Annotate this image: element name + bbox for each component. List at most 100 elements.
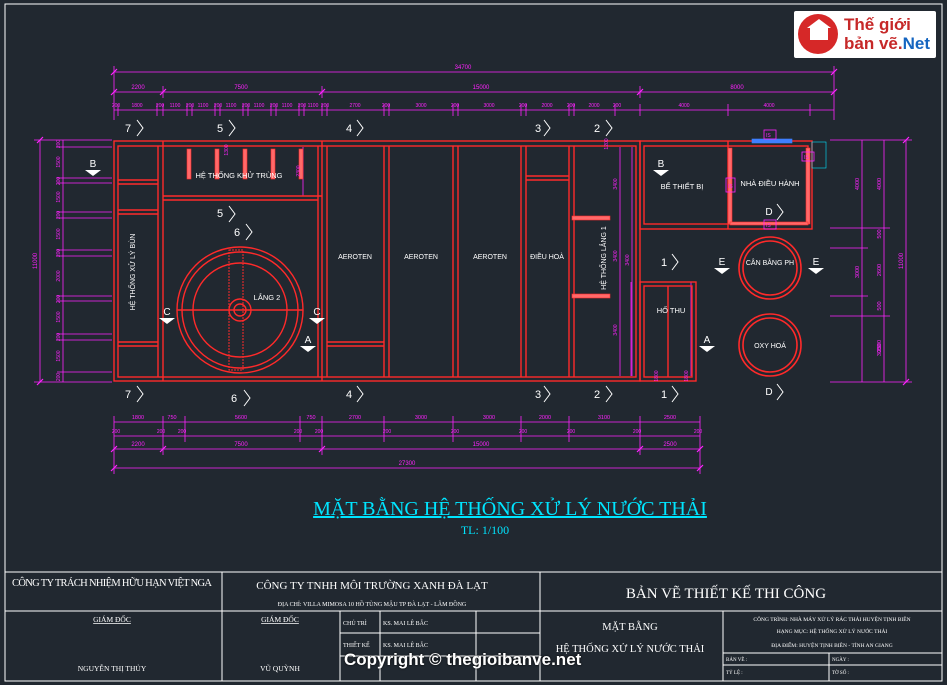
axis-right: 1 xyxy=(661,257,667,269)
ty-le-label: TỶ LỆ : xyxy=(726,670,743,676)
dim-left-total: 11000 xyxy=(33,252,39,269)
equipment-labels: IS IS IS IS xyxy=(728,133,809,229)
director-2-name: VŨ QUỲNH xyxy=(260,663,300,673)
dim-top-detail: 1100 xyxy=(170,103,181,109)
dim-bottom-small: 200 xyxy=(112,429,121,435)
dim-bottom-seg: 2500 xyxy=(663,442,677,448)
dim-left-detail: 1500 xyxy=(56,350,62,361)
dim-interior: 3400 xyxy=(613,324,619,335)
dim-left-detail: 1500 xyxy=(56,156,62,167)
axis-letter: D xyxy=(765,207,772,218)
axis-letter: C xyxy=(163,307,170,318)
owner-company: CÔNG TY TRÁCH NHIỆM HỮU HẠN VIỆT NGA xyxy=(12,577,212,589)
chu-tri-label: CHỦ TRÌ xyxy=(343,619,367,627)
chu-tri-name: KS. MAI LÊ BẮC xyxy=(383,619,428,627)
dim-interior: 1800 xyxy=(684,370,690,381)
dim-bottom-detail: 750 xyxy=(167,415,176,421)
dim-right-outer: 3000 xyxy=(877,344,883,356)
room-settling-2: LẮNG 2 xyxy=(254,293,281,302)
dim-bottom-detail: 2500 xyxy=(664,415,676,421)
dim-top-detail: 1100 xyxy=(226,103,237,109)
dim-top-seg: 2200 xyxy=(131,85,145,91)
dim-bottom-small: 200 xyxy=(567,429,576,435)
dim-interior: 1800 xyxy=(654,370,660,381)
dim-top-detail: 200 xyxy=(321,103,330,109)
dim-bottom-small: 200 xyxy=(157,429,166,435)
dim-left-detail: 200 xyxy=(56,249,62,258)
dim-bottom-small: 200 xyxy=(451,429,460,435)
dim-right-inner: 500 xyxy=(877,301,883,310)
axis-chevrons xyxy=(136,119,784,407)
dim-top-seg: 7500 xyxy=(234,85,248,91)
drawing-title: MẶT BẰNG HỆ THỐNG XỬ LÝ NƯỚC THẢI xyxy=(313,496,707,520)
axis-top: 7 xyxy=(125,123,131,135)
dim-interior: 3400 xyxy=(613,250,619,261)
axis-top: 4 xyxy=(346,123,352,135)
project-item: HẠNG MỤC: HỆ THỐNG XỬ LÝ NƯỚC THẢI xyxy=(777,627,888,635)
dim-left-detail: 2000 xyxy=(56,270,62,281)
dim-top-seg: 15000 xyxy=(473,85,490,91)
dim-top-total: 34700 xyxy=(455,65,472,71)
structure-walls xyxy=(113,140,813,382)
axis-letter: D xyxy=(765,387,772,398)
baffles xyxy=(186,138,827,299)
thiet-ke-label: THIẾT KẾ xyxy=(343,641,370,649)
room-collection-pit: HỐ THU xyxy=(657,305,686,315)
room-control: NHÀ ĐIỀU HÀNH xyxy=(740,178,799,188)
axis-bottom: 6 xyxy=(231,393,237,405)
dim-bottom-small: 200 xyxy=(519,429,528,435)
dim-top-detail: 200 xyxy=(567,103,576,109)
equip-label: IS xyxy=(728,184,733,190)
dim-interior: 2300 xyxy=(296,165,302,176)
room-aeroten: AEROTEN xyxy=(404,254,438,261)
designer-company: CÔNG TY TNHH MÔI TRƯỜNG XANH ĐÀ LẠT xyxy=(256,580,488,592)
brand-logo[interactable]: Thế giới bản vẽ.Net xyxy=(794,11,936,58)
dim-interior: 1200 xyxy=(604,138,610,149)
designer-address: ĐỊA CHỈ: VILLA MIMOSA 10 HỒ TÙNG MẬU TP … xyxy=(278,600,467,608)
dim-top-detail: 1100 xyxy=(282,103,293,109)
dim-right-outer: 3000 xyxy=(855,266,861,278)
dim-top-detail: 2000 xyxy=(541,103,552,109)
director-2-role: GIÁM ĐỐC xyxy=(261,614,299,624)
section-arrows xyxy=(85,170,824,352)
dim-bottom-seg: 2200 xyxy=(131,442,145,448)
dim-interior: 1300 xyxy=(224,144,230,155)
dim-bottom-detail: 1800 xyxy=(132,415,144,421)
dim-bottom-detail: 3000 xyxy=(415,415,427,421)
dim-right-inner: 2600 xyxy=(877,264,883,276)
axis-letter: B xyxy=(658,159,665,170)
dim-bottom-small: 200 xyxy=(383,429,392,435)
sheet-title: HỆ THỐNG XỬ LÝ NƯỚC THẢI xyxy=(556,642,705,655)
dim-left-detail: 1500 xyxy=(56,191,62,202)
dim-top-detail: 3000 xyxy=(483,103,494,109)
dim-left-detail: 200 xyxy=(56,373,62,382)
dim-bottom-total: 27300 xyxy=(399,461,416,467)
axis-bottom: 7 xyxy=(125,389,131,401)
dim-top-detail: 2700 xyxy=(349,103,360,109)
project-location: ĐỊA ĐIỂM: HUYỆN TỊNH BIÊN - TỈNH AN GIAN… xyxy=(771,641,892,649)
dim-top-detail: 3000 xyxy=(415,103,426,109)
dim-right-outer: 4000 xyxy=(877,178,883,190)
equipment-boxes xyxy=(725,129,815,230)
project-name: CÔNG TRÌNH: NHÀ MÁY XỬ LÝ RÁC THẢI HUYỆN… xyxy=(753,615,910,623)
round-tanks xyxy=(738,236,802,377)
sheet-title: MẶT BẰNG xyxy=(602,620,658,633)
dim-bottom-seg: 7500 xyxy=(234,442,248,448)
ngay-label: NGÀY : xyxy=(832,657,849,663)
dim-left-detail: 200 xyxy=(56,140,62,149)
director-1-role: GIÁM ĐỐC xyxy=(93,614,131,624)
axis-top: 2 xyxy=(594,123,600,135)
equip-label: IS xyxy=(766,133,771,139)
thiet-ke-name: KS. MAI LÊ BẮC xyxy=(383,641,428,649)
dim-top-detail: 2000 xyxy=(588,103,599,109)
dim-right-total: 11000 xyxy=(899,252,905,269)
dim-right-inner: 2500 xyxy=(877,340,883,352)
copyright-watermark: Copyright © thegioibanve.net xyxy=(344,650,582,669)
dim-bottom-seg: 15000 xyxy=(473,442,490,448)
dim-top-detail: 4000 xyxy=(763,103,774,109)
axis-top: 5 xyxy=(217,123,223,135)
axis-letter: B xyxy=(90,159,97,170)
dim-top-detail: 200 xyxy=(242,103,251,109)
